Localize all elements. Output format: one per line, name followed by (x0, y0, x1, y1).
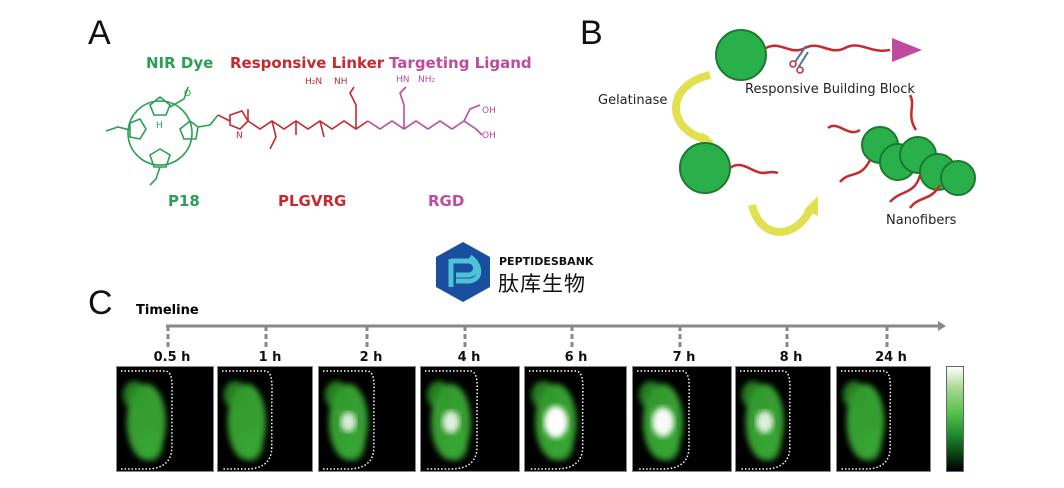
timepoint-label: 7 h (672, 350, 696, 365)
atom-h2n: H₂N (305, 77, 322, 87)
plgvrg-linker-structure (217, 86, 369, 150)
rgd-caption: RGD (428, 192, 465, 210)
nanofibers-label: Nanofibers (886, 213, 957, 228)
fluorescence-image (420, 366, 520, 472)
panel-b-letter: B (580, 14, 603, 52)
targeting-ligand-heading: Targeting Ligand (389, 54, 532, 72)
peptidesbank-logo (434, 241, 492, 303)
atom-nh: NH (334, 77, 348, 87)
fluorescence-image (524, 366, 627, 472)
scissors-icon (789, 45, 809, 74)
timeline-axis (166, 321, 946, 348)
rgd-triangle (892, 38, 922, 62)
peptide-chain (765, 44, 891, 52)
timepoint-label: 4 h (457, 350, 481, 365)
timepoint-label: 2 h (359, 350, 383, 365)
timepoint-label: 8 h (779, 350, 803, 365)
rgd-ligand-structure (367, 86, 483, 136)
nir-dye-heading: NIR Dye (146, 54, 214, 72)
logo-hexagon-icon (436, 242, 490, 302)
plgvrg-caption: PLGVRG (278, 192, 347, 210)
gelatinase-label: Gelatinase (598, 93, 668, 108)
timepoint-label: 1 h (258, 350, 282, 365)
chemical-structure: H₂N NH HN NH₂ OH OH N H O (105, 75, 496, 186)
assembly-arrow (748, 203, 814, 236)
self-assembly-diagram (672, 29, 976, 236)
timeline-label: Timeline (136, 303, 199, 318)
gelatinase-arrow (672, 71, 712, 144)
fluorescence-image (318, 366, 416, 472)
atom-o: O (184, 89, 191, 99)
atom-hn: HN (396, 75, 410, 85)
p18-dye-structure (105, 86, 219, 186)
atom-h: H (156, 121, 163, 131)
atom-oh-2: OH (482, 131, 496, 141)
panel-a-letter: A (88, 14, 111, 52)
fluorescence-image (116, 366, 214, 472)
building-block-label: Responsive Building Block (745, 82, 915, 97)
logo-brand-cn: 肽库生物 (498, 272, 586, 296)
responsive-linker-heading: Responsive Linker (230, 54, 385, 72)
nanofiber (827, 94, 976, 209)
intensity-colorbar (946, 366, 964, 472)
timepoint-label: 0.5 h (153, 350, 191, 365)
fluorescence-image (735, 366, 831, 472)
cleaved-sphere (679, 142, 731, 194)
p18-caption: P18 (168, 192, 200, 210)
atom-oh-1: OH (482, 106, 496, 116)
atom-n: N (236, 131, 243, 141)
atom-nh2: NH₂ (418, 75, 436, 85)
timepoint-label: 24 h (875, 350, 907, 365)
timepoint-label: 6 h (564, 350, 588, 365)
panel-c-letter: C (88, 284, 113, 322)
fluorescence-image (836, 366, 931, 472)
logo-brand-en: PEPTIDESBANK (499, 255, 594, 268)
fluorescence-image (217, 366, 313, 472)
building-block-sphere (715, 29, 767, 81)
fluorescence-image (632, 366, 732, 472)
